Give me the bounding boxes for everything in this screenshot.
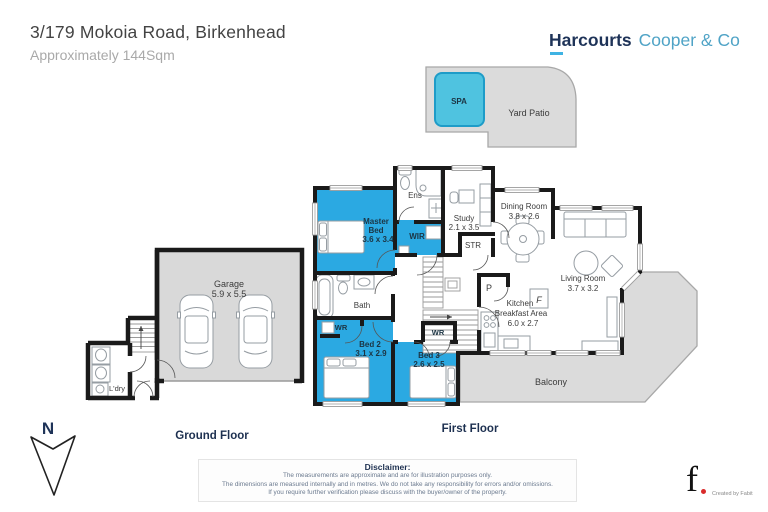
disclaimer-line-3: If you require further verification plea… xyxy=(268,489,507,497)
yard-patio-label: Yard Patio xyxy=(508,108,549,118)
kitchen-label-2: Breakfast Area xyxy=(495,309,548,318)
dining-dims: 3.8 x 2.6 xyxy=(509,212,540,221)
logo-underline xyxy=(550,52,563,55)
living-furniture xyxy=(563,211,627,352)
stairs-first-floor xyxy=(422,256,479,354)
bed3-label: Bed 3 xyxy=(418,351,440,360)
ground-floor-walls xyxy=(85,247,305,401)
ground-floor-label: Ground Floor xyxy=(175,430,249,442)
balcony-label: Balcony xyxy=(535,377,568,387)
study-dims: 2.1 x 3.5 xyxy=(449,223,480,232)
garage-car-1 xyxy=(177,294,216,369)
study-furniture xyxy=(449,183,492,227)
spa-label: SPA xyxy=(451,97,467,106)
room-labels: Master Bed 3.6 x 3.4 Ens WIR Study 2.1 x… xyxy=(109,191,606,393)
garage-label: Garage xyxy=(214,279,244,289)
wir-label: WIR xyxy=(409,232,425,241)
stairs-ground-floor xyxy=(128,318,156,353)
master-bed-furniture xyxy=(317,220,365,254)
fridge-box xyxy=(529,288,549,309)
pantry-label: P xyxy=(486,283,492,293)
bed2-wr-label: WR xyxy=(335,323,348,332)
kitchen-dims: 6.0 x 2.7 xyxy=(508,319,539,328)
bath-label: Bath xyxy=(354,301,370,310)
agency-name: Harcourts xyxy=(549,30,632,50)
kitchen-fixtures xyxy=(480,288,549,353)
master-dims: 3.6 x 3.4 xyxy=(362,235,394,244)
north-arrow xyxy=(30,435,76,496)
spa-pool xyxy=(434,72,485,127)
laundry-fixtures xyxy=(91,346,111,397)
page-title: 3/179 Mokoia Road, Birkenhead xyxy=(30,22,286,42)
furniture-layer xyxy=(91,168,627,399)
disclaimer-line-1: The measurements are approximate and are… xyxy=(282,472,493,479)
master-label-2: Bed xyxy=(368,226,383,235)
garage-car-2 xyxy=(236,294,275,369)
living-dims: 3.7 x 3.2 xyxy=(568,284,599,293)
dining-label: Dining Room xyxy=(501,202,548,211)
bed3-wr-label: WR xyxy=(432,328,445,337)
agency-suffix: Cooper & Co xyxy=(638,30,740,50)
agency-logo: Harcourts Cooper & Co xyxy=(549,30,740,51)
disclaimer-line-2: The dimensions are measured internally a… xyxy=(222,480,553,488)
dining-table xyxy=(500,215,545,263)
north-label: N xyxy=(42,419,54,438)
windows-layer xyxy=(312,165,643,407)
str-label: STR xyxy=(465,241,481,250)
fabit-logo: f xyxy=(686,459,698,499)
fridge-label: F xyxy=(536,295,542,305)
disclaimer-box: Disclaimer: The measurements are approxi… xyxy=(198,459,577,502)
bath-fixtures xyxy=(315,274,375,319)
doors-layer xyxy=(129,206,510,398)
living-label: Living Room xyxy=(561,274,606,283)
ensuite-fixtures xyxy=(398,168,444,219)
page-subtitle: Approximately 144Sqm xyxy=(30,47,175,63)
kitchen-label-1: Kitchen xyxy=(507,299,534,308)
first-floor-label: First Floor xyxy=(442,423,499,435)
bed3-furniture xyxy=(409,365,457,399)
garage-dims: 5.9 x 5.5 xyxy=(212,289,247,299)
yard-patio-area: SPA Yard Patio xyxy=(425,66,577,148)
laundry-label: L'dry xyxy=(109,384,125,393)
study-label: Study xyxy=(454,214,474,223)
ens-label: Ens xyxy=(408,191,422,200)
fabit-logo-dot xyxy=(701,489,706,494)
bed2-dims: 3.1 x 2.9 xyxy=(355,349,387,358)
master-label-1: Master xyxy=(363,217,389,226)
bed2-label: Bed 2 xyxy=(359,340,381,349)
disclaimer-title: Disclaimer: xyxy=(364,462,411,472)
fabit-credit: f Created by Fabit xyxy=(684,459,768,508)
north-compass: N xyxy=(30,419,76,496)
bed3-dims: 2.6 x 2.5 xyxy=(413,360,445,369)
bed2-furniture xyxy=(323,356,370,399)
fabit-credit-text: Created by Fabit xyxy=(712,491,753,497)
